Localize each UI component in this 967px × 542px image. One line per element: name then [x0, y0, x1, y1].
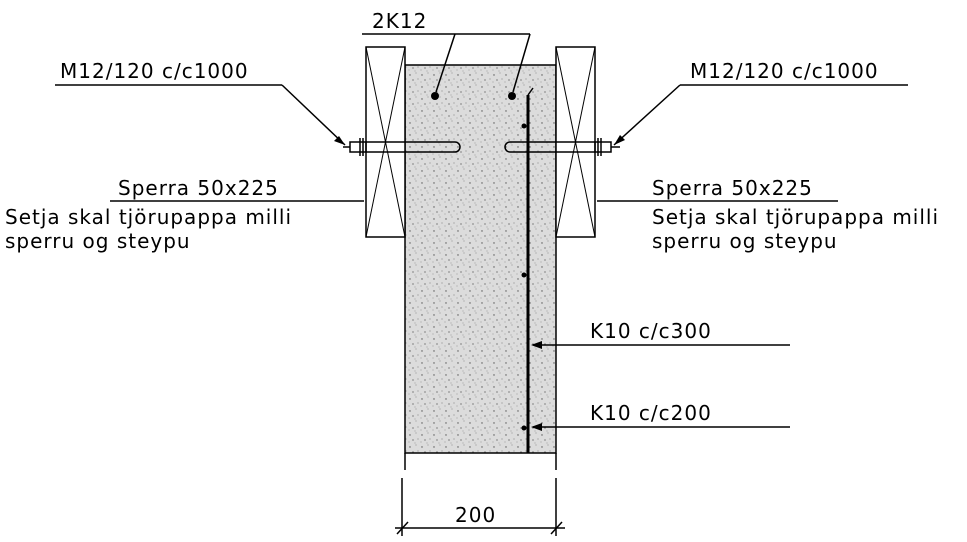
- label-sperra-left-note-1: Setja skal tjörupappa milli: [5, 205, 292, 229]
- leader-bolt-right: [613, 84, 681, 146]
- bolt-right: [504, 138, 620, 156]
- label-bolt-left: M12/120 c/c1000: [60, 59, 249, 83]
- label-bolt-right: M12/120 c/c1000: [690, 59, 879, 83]
- arrow-bolt-right: [614, 135, 625, 145]
- label-sperra-left: Sperra 50x225: [118, 176, 279, 200]
- label-sperra-right-note-2: sperru og steypu: [652, 229, 838, 253]
- label-rebar-vertical: K10 c/c300: [590, 319, 712, 343]
- label-sperra-left-note-2: sperru og steypu: [5, 229, 191, 253]
- arrow-rebar-horizontal: [531, 423, 542, 431]
- label-rebar-horizontal: K10 c/c200: [590, 401, 712, 425]
- label-top-rebar: 2K12: [372, 9, 427, 33]
- leader-top-rebar-2: [512, 33, 531, 93]
- dimension-width: [395, 478, 565, 536]
- arrow-bolt-left: [334, 136, 345, 145]
- arrow-rebar-vertical: [531, 341, 542, 349]
- leader-bolt-left: [281, 84, 346, 146]
- label-sperra-right-note-1: Setja skal tjörupappa milli: [652, 205, 939, 229]
- rebar-dot-2: [521, 272, 527, 278]
- label-sperra-right: Sperra 50x225: [652, 176, 813, 200]
- top-rebar-left: [431, 92, 439, 100]
- top-rebar-right: [508, 92, 516, 100]
- label-dimension-width: 200: [455, 503, 496, 527]
- leader-top-rebar-1: [435, 33, 456, 93]
- rebar-dot-1: [521, 123, 527, 129]
- rebar-vertical-hook: [527, 87, 534, 96]
- concrete-wall: [404, 64, 557, 454]
- rebar-dot-3: [521, 425, 527, 431]
- bolt-left: [343, 138, 461, 156]
